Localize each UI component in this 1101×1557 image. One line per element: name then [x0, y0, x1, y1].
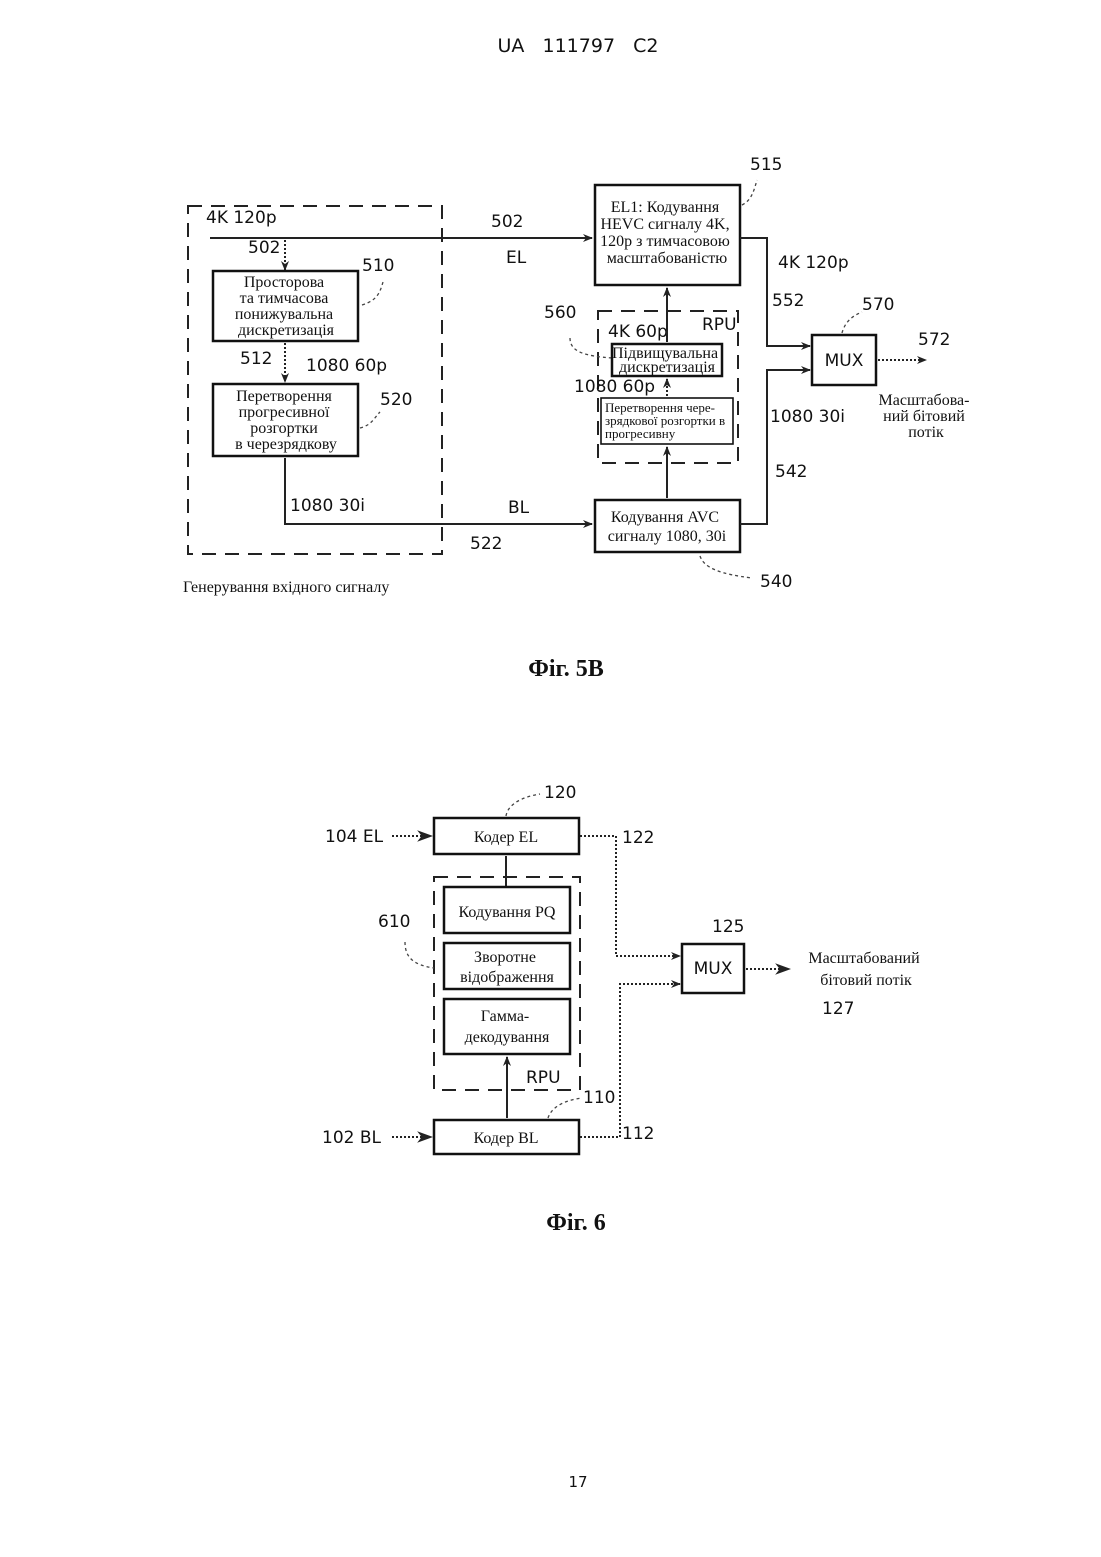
ref-610: 610: [378, 912, 410, 932]
ref-522: 522: [470, 534, 502, 554]
rpu-label: RPU: [702, 315, 737, 335]
ref-512: 512: [240, 349, 272, 369]
bl-to-mux-line-fig6: [580, 984, 680, 1137]
coder-el-label: Кодер EL: [474, 829, 538, 846]
ref-510: 510: [362, 256, 394, 276]
signal-1080-60p-left: 1080 60p: [306, 356, 387, 376]
figure-6-caption: Фіг. 6: [546, 1210, 605, 1236]
coder-bl-label: Кодер BL: [473, 1130, 538, 1147]
rpu-1080-60p-label: 1080 60p: [574, 377, 655, 397]
ref-560: 560: [544, 303, 576, 323]
ref-125: 125: [712, 917, 744, 937]
lead-110: [548, 1098, 582, 1118]
output-label: Масштабова- ний бітовий потік: [879, 392, 974, 441]
rpu-label-fig6: RPU: [526, 1068, 561, 1088]
ref-120: 120: [544, 783, 576, 803]
upsampling-text: Підвищувальна дискретизація: [612, 345, 722, 376]
box-510-text: Просторова та тимчасова понижувальна дис…: [235, 274, 337, 339]
el-to-mux-line-fig6: [580, 836, 680, 956]
ref-570: 570: [862, 295, 894, 315]
page-number: 17: [568, 1473, 587, 1491]
ref-127: 127: [822, 999, 854, 1019]
ref-502-top: 502: [491, 212, 523, 232]
bl-label: BL: [508, 498, 530, 518]
ref-540: 540: [760, 572, 792, 592]
figure-5b: 4K 120p 502 EL 502 Просторова та тимчасо…: [183, 155, 973, 682]
rpu-4k60p-label: 4K 60p: [608, 322, 668, 342]
ref-110: 110: [583, 1088, 615, 1108]
input-104-el: 104 EL: [325, 827, 384, 847]
ref-112: 112: [622, 1124, 654, 1144]
lead-120: [506, 794, 540, 816]
mux-label: MUX: [825, 351, 864, 371]
output-label-fig6: Масштабований бітовий потік: [808, 950, 923, 989]
signal-1080-30i-right: 1080 30i: [770, 407, 845, 427]
ref-520: 520: [380, 390, 412, 410]
box-515-text: EL1: Кодування HEVC сигналу 4K, 120p з т…: [600, 199, 734, 267]
bl-to-mux-line: [740, 370, 810, 524]
output-4k-label: 4K 120p: [778, 253, 849, 273]
figure-6: Кодер EL 120 104 EL 610 Кодування PQ Зво…: [322, 783, 924, 1236]
lead-540: [700, 556, 752, 578]
ref-572: 572: [918, 330, 950, 350]
ref-552: 552: [772, 291, 804, 311]
signal-1080-30i-left: 1080 30i: [290, 496, 365, 516]
ref-542: 542: [775, 462, 807, 482]
ref-122: 122: [622, 828, 654, 848]
lead-570: [842, 312, 862, 333]
lead-510: [362, 282, 383, 305]
ref-502-left: 502: [248, 238, 280, 258]
box-520-text: Перетворення прогресивної розгортки в че…: [235, 388, 337, 453]
input-generation-caption: Генерування вхідного сигналу: [183, 579, 389, 596]
input-4k-label: 4K 120p: [206, 208, 277, 228]
input-102-bl: 102 BL: [322, 1128, 382, 1148]
el-label: EL: [506, 248, 527, 268]
mux-label-fig6: MUX: [694, 959, 733, 979]
figure-5b-caption: Фіг. 5В: [528, 656, 603, 682]
lead-610: [405, 942, 434, 968]
lead-515: [742, 180, 757, 205]
document-id: UA 111797 C2: [497, 35, 658, 57]
lead-560: [570, 338, 612, 358]
ref-515: 515: [750, 155, 782, 175]
pq-coding-label: Кодування PQ: [459, 904, 556, 921]
lead-520: [360, 412, 380, 428]
